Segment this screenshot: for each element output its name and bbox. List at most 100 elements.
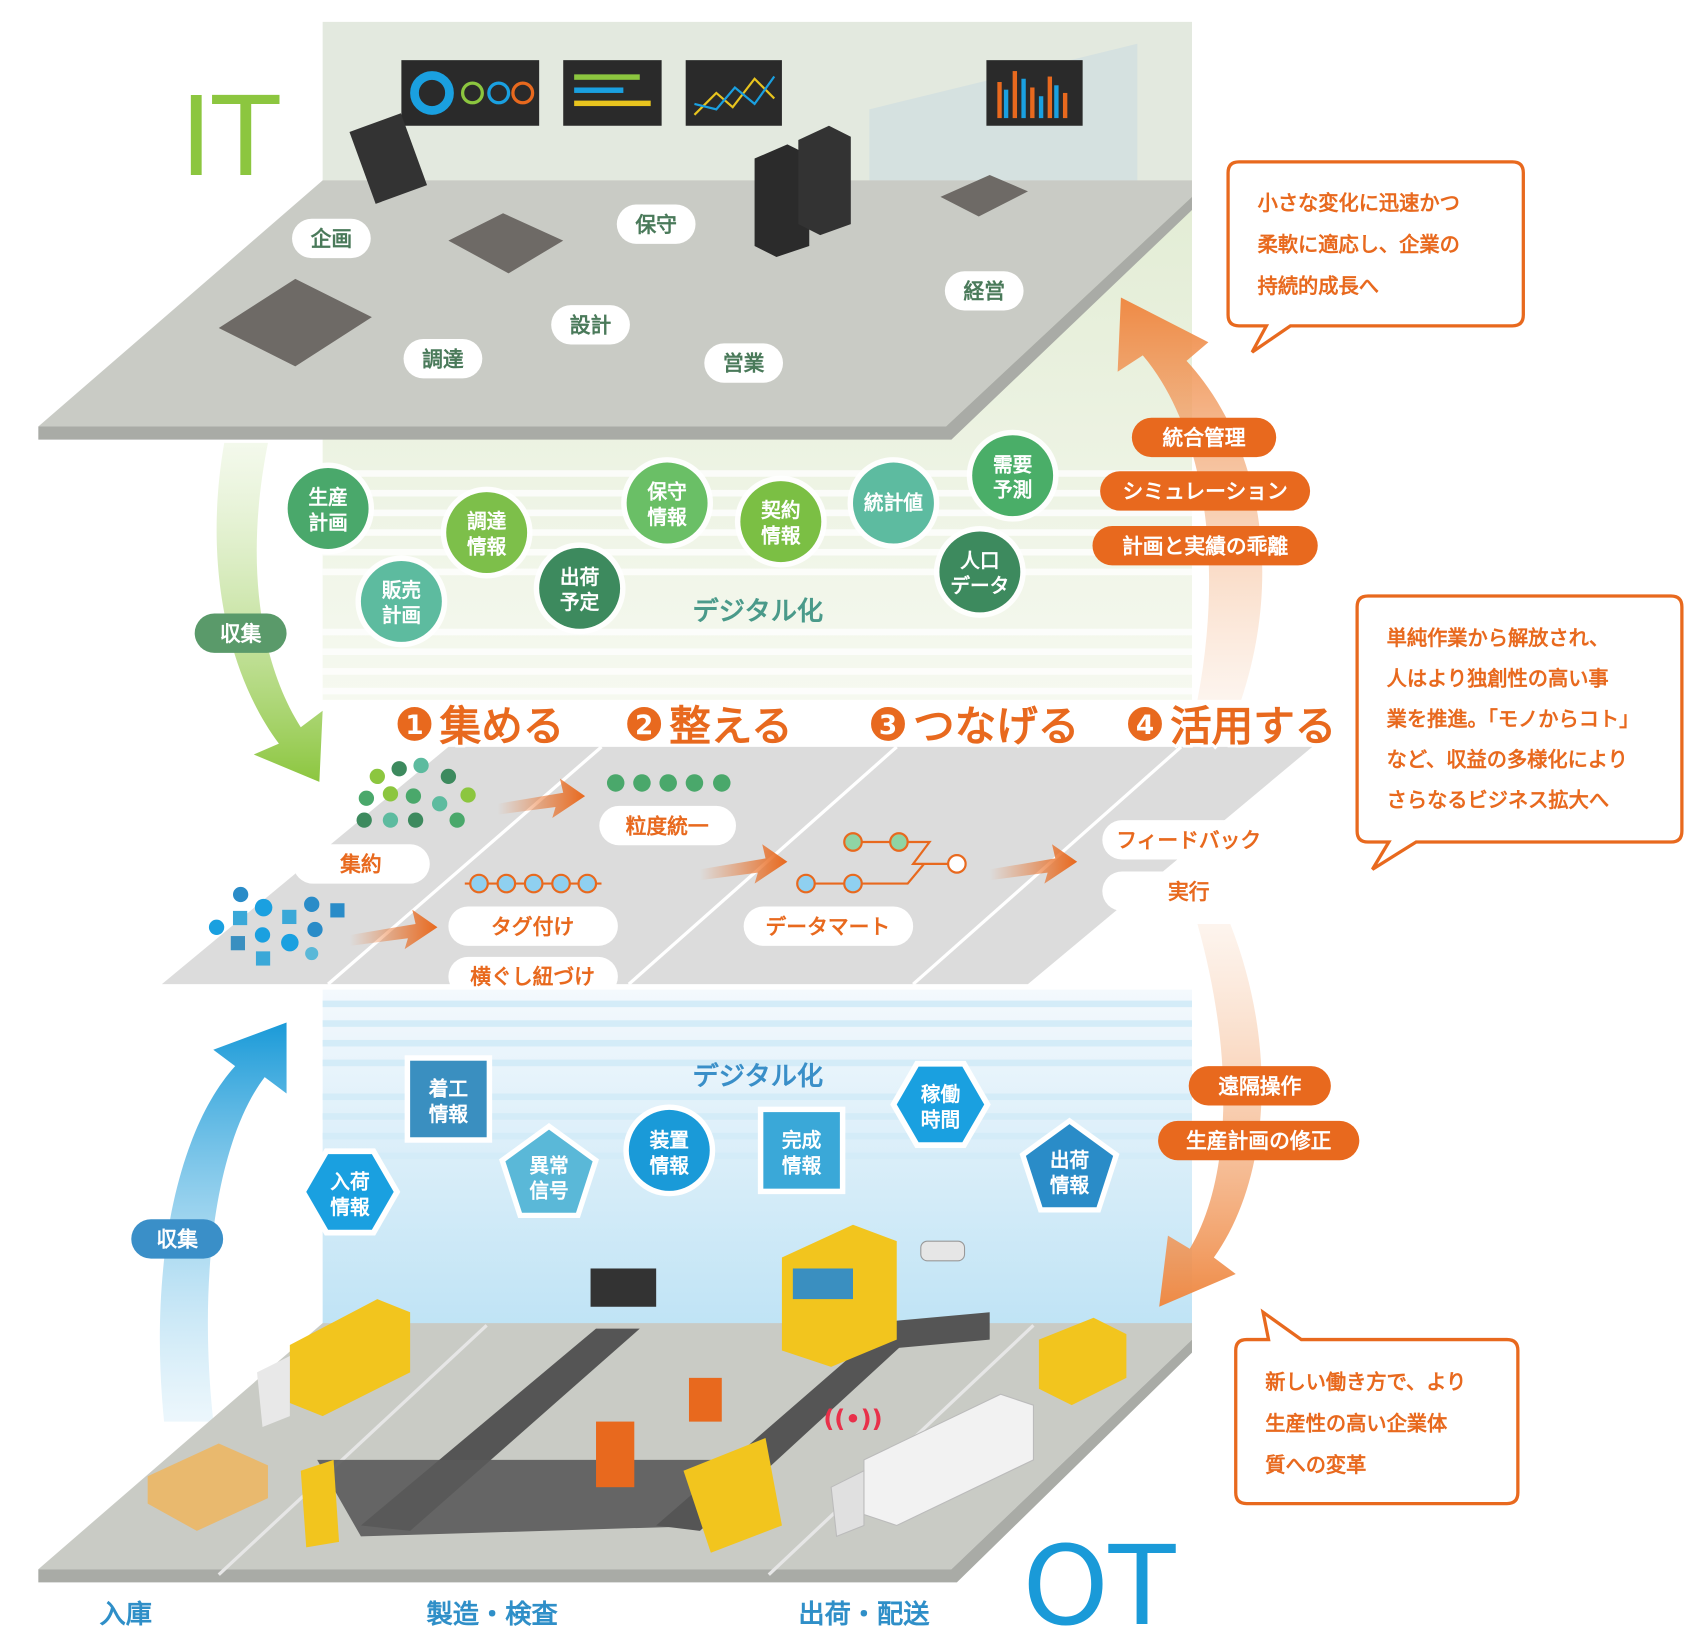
- delivery-truck-yellow: [289, 1299, 411, 1417]
- data-circle-label: 計画: [382, 604, 421, 627]
- svg-text:統合管理: 統合管理: [1162, 426, 1245, 450]
- data-circle-label: 計画: [308, 511, 347, 534]
- action-integrated-management: 統合管理: [1131, 417, 1277, 458]
- action-remote-operation: 遠隔操作: [1188, 1066, 1331, 1106]
- band-stripes-blue: [322, 1000, 1192, 1160]
- tag-granularity: 粒度統一: [599, 805, 736, 846]
- collect-badge-ot: 収集: [131, 1219, 224, 1259]
- action-simulation: シミュレーション: [1100, 471, 1311, 511]
- ot-data-label: 異常: [529, 1154, 568, 1177]
- step-label: 集める: [439, 701, 565, 750]
- svg-text:遠隔操作: 遠隔操作: [1218, 1075, 1301, 1099]
- dept-pill-procurement: 調達: [403, 338, 483, 379]
- step-number-badge: [867, 703, 909, 745]
- factory-equipment: ((•)): [147, 1224, 1127, 1553]
- svg-text:経営: 経営: [963, 280, 1005, 304]
- svg-text:業を推進。「モノからコト」: 業を推進。「モノからコト」: [1386, 707, 1640, 731]
- step-number: 4: [1136, 711, 1154, 741]
- meeting-tables: [218, 113, 1028, 367]
- svg-text:企画: 企画: [310, 227, 353, 251]
- data-circle-label: 情報: [647, 506, 687, 529]
- data-circle-label: データ: [950, 575, 1009, 598]
- svg-text:持続的成長へ: 持続的成長へ: [1258, 274, 1379, 298]
- tag-tagging: タグ付け: [448, 906, 618, 946]
- svg-text:設計: 設計: [570, 313, 612, 337]
- svg-text:収集: 収集: [156, 1228, 198, 1252]
- tag-aggregate: 集約: [293, 844, 430, 884]
- svg-text:集約: 集約: [339, 853, 382, 877]
- svg-text:新しい働き方で、より: 新しい働き方で、より: [1265, 1370, 1466, 1394]
- ot-data-label: 時間: [921, 1108, 960, 1131]
- data-circle-shape: [972, 435, 1054, 517]
- zone-shipping-delivery: 出荷・配送: [798, 1600, 930, 1630]
- data-circle-shape: [740, 481, 822, 563]
- data-mart-graph: [796, 832, 967, 894]
- ot-data-label: 出荷: [1050, 1149, 1090, 1172]
- data-circle-label: 生産: [308, 486, 347, 509]
- svg-text:粒度統一: 粒度統一: [626, 814, 709, 838]
- data-circle-label: 情報: [467, 535, 507, 558]
- step-number: 1: [405, 711, 423, 741]
- svg-text:柔軟に適応し、企業の: 柔軟に適応し、企業の: [1258, 233, 1460, 257]
- tag-data-mart: データマート: [743, 906, 914, 946]
- collect-arrow-green: [216, 442, 323, 782]
- callout-top: 小さな変化に迅速かつ 柔軟に適応し、企業の 持続的成長へ: [1226, 160, 1525, 354]
- data-circle-label: 調達: [467, 510, 507, 533]
- tag-execute: 実行: [1102, 871, 1276, 911]
- step-number-badge: [1124, 703, 1166, 745]
- step-label: 整える: [669, 701, 792, 750]
- security-camera: [920, 1240, 966, 1262]
- ot-data-label: 信号: [529, 1179, 568, 1202]
- callout-bottom: 新しい働き方で、より 生産性の高い企業体 質への変革: [1234, 1308, 1520, 1506]
- ot-data-label: 情報: [330, 1196, 370, 1219]
- dashboard-screens: [401, 60, 1083, 126]
- tag-cross-link: 横ぐし紐づけ: [448, 956, 618, 997]
- data-circle-shape: [539, 547, 621, 629]
- zone-manufacturing-inspection: 製造・検査: [427, 1600, 559, 1630]
- svg-text:生産計画の修正: 生産計画の修正: [1186, 1129, 1332, 1153]
- data-circle-shape: [360, 560, 442, 642]
- step-number-badge: [394, 703, 435, 745]
- data-circle-label: 契約: [760, 499, 800, 522]
- tagged-blue-dots: [464, 873, 602, 894]
- step-number: 2: [635, 711, 653, 741]
- svg-text:人はより独創性の高い事: 人はより独創性の高い事: [1387, 667, 1609, 691]
- unified-green-dots: [606, 774, 731, 792]
- svg-text:調達: 調達: [422, 347, 464, 371]
- digitalization-label-it: デジタル化: [693, 596, 824, 627]
- data-circle-shape: [446, 492, 528, 574]
- zone-receiving: 入庫: [100, 1600, 152, 1630]
- control-arrow-down: [1159, 924, 1262, 1307]
- svg-text:フィードバック: フィードバック: [1116, 828, 1261, 852]
- ot-data-label: 装置: [649, 1129, 689, 1152]
- collect-arrow-blue: [159, 1022, 287, 1422]
- wireless-signal-icon: ((•)): [823, 1405, 882, 1433]
- svg-text:など、収益の多様化により: など、収益の多様化により: [1387, 748, 1628, 772]
- ot-data-label: 情報: [782, 1154, 822, 1177]
- data-circle-label: 予定: [560, 591, 600, 614]
- ot-data-label: 情報: [1050, 1174, 1090, 1197]
- data-circle-label: 保守: [646, 481, 686, 504]
- dept-pill-management: 経営: [944, 271, 1024, 311]
- data-circle-shape: [939, 531, 1021, 613]
- ot-data-label: 入荷: [330, 1171, 370, 1194]
- svg-text:シミュレーション: シミュレーション: [1122, 480, 1287, 504]
- data-circle-label: 予測: [993, 478, 1032, 501]
- svg-text:収集: 収集: [220, 622, 262, 646]
- raw-data-green-dots: [356, 757, 476, 828]
- ot-data-label: 完成: [782, 1129, 822, 1152]
- action-plan-actual-gap: 計画と実績の乖離: [1092, 525, 1318, 566]
- feedback-arrow-up: [1117, 297, 1263, 700]
- robot-arm: [688, 1377, 722, 1422]
